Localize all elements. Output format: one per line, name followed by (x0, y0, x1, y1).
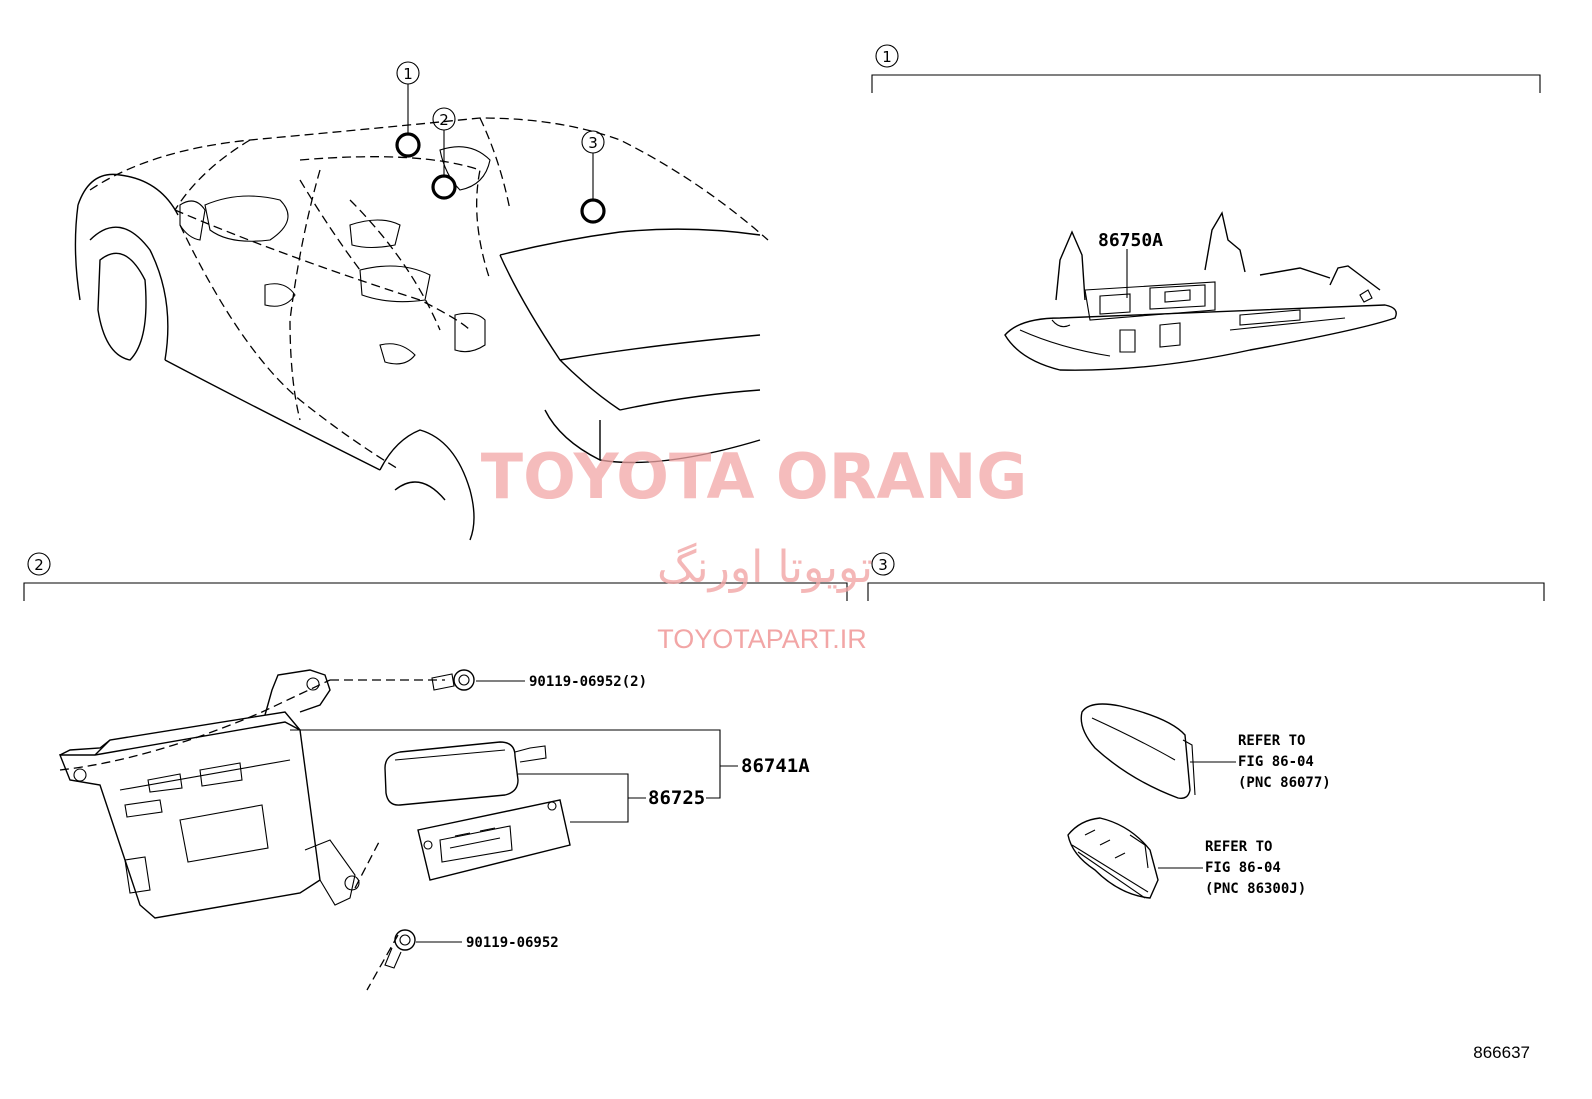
figure-number: 866637 (1473, 1043, 1530, 1062)
part-label-90119-06952-2: 90119-06952(2) (529, 674, 647, 690)
callout-2: 2 (431, 107, 457, 200)
watermark-url: TOYOTAPART.IR (657, 624, 867, 654)
section-3-marker: 3 (878, 556, 888, 574)
bolt-top-drawing (431, 669, 475, 691)
callout-3-label: 3 (588, 134, 598, 152)
callout-1: 1 (395, 61, 421, 158)
location-circle-3 (580, 198, 606, 224)
module-86725-upper-drawing (384, 741, 547, 806)
part-label-86741A: 86741A (741, 755, 810, 777)
callout-3: 3 (580, 130, 606, 224)
part-label-86725: 86725 (648, 787, 705, 809)
part-label-86750A: 86750A (1098, 230, 1163, 251)
ref-1-line-3: (PNC 86077) (1238, 775, 1331, 791)
control-unit-drawing (58, 669, 360, 919)
ref-1-line-1: REFER TO (1238, 733, 1305, 749)
ref-2-line-2: FIG 86-04 (1205, 860, 1281, 876)
ref-2-line-1: REFER TO (1205, 839, 1272, 855)
location-circle-1 (395, 132, 421, 158)
watermark-title: TOYOTA ORANG (481, 440, 1027, 513)
section-1-marker: 1 (882, 48, 892, 66)
watermark-persian: تویوتا اورنگ (657, 542, 873, 593)
bolt-bottom-drawing (384, 929, 416, 969)
section-3: 3 REFER TO FIG 86-04 (PNC 86077) REFER T… (867, 552, 1545, 899)
antenna-cover-drawing (1080, 703, 1196, 800)
callout-2-label: 2 (439, 111, 449, 129)
section-2: 2 90119-06 (23, 552, 848, 991)
part-label-90119-06952: 90119-06952 (466, 935, 559, 951)
ref-1-line-2: FIG 86-04 (1238, 754, 1314, 770)
roof-console-part-drawing (1004, 211, 1397, 371)
section-2-marker: 2 (34, 556, 44, 574)
ref-2-line-3: (PNC 86300J) (1205, 881, 1306, 897)
section-1: 1 86750A (871, 44, 1541, 371)
antenna-base-drawing (1067, 817, 1159, 899)
watermark: TOYOTA ORANG تویوتا اورنگ TOYOTAPART.IR (481, 440, 1027, 654)
location-circle-2 (431, 174, 457, 200)
car-overview-drawing (74, 117, 769, 541)
module-86725-lower-drawing (417, 799, 571, 881)
callout-1-label: 1 (403, 65, 413, 83)
